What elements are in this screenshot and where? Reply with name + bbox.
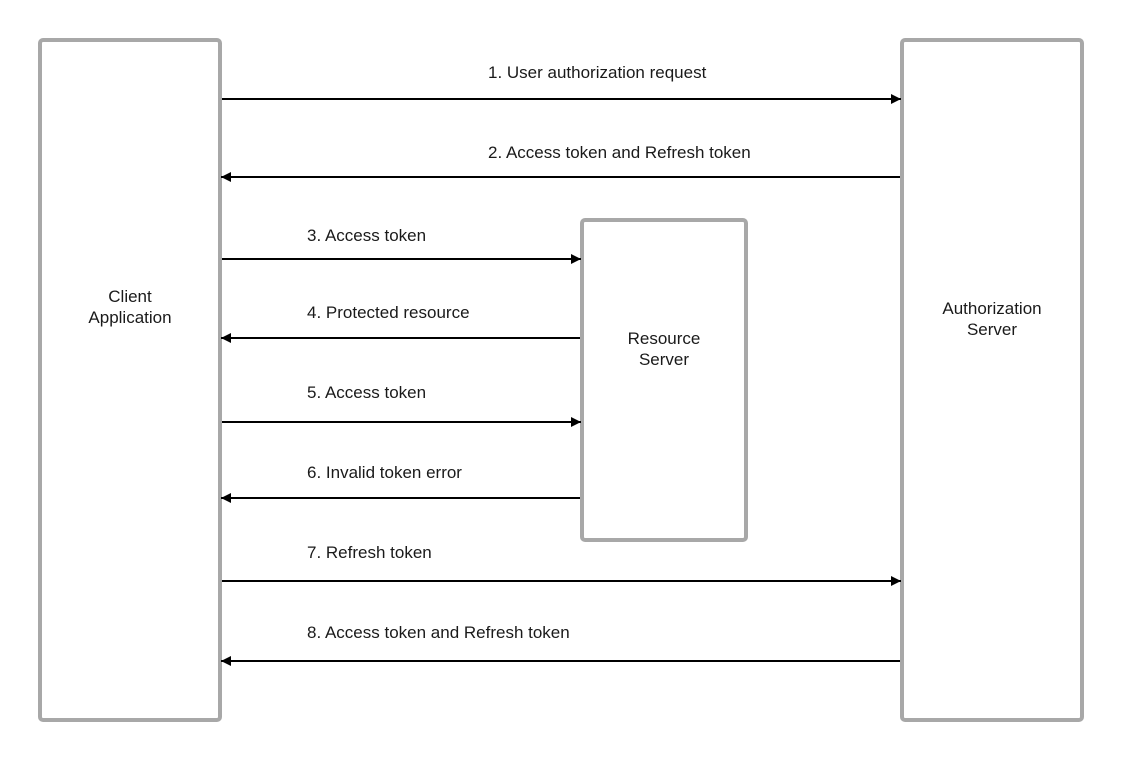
client-application-label-line1: Client — [108, 287, 152, 306]
step-7-label: 7. Refresh token — [307, 543, 432, 562]
client-application-label: Client Application — [42, 286, 218, 328]
step-5-label: 5. Access token — [307, 383, 427, 402]
client-application-box: Client Application — [38, 38, 222, 722]
step-4-label: 4. Protected resource — [307, 303, 470, 322]
authorization-server-label-line1: Authorization — [942, 299, 1042, 318]
step-3-label: 3. Access token — [307, 226, 427, 245]
authorization-server-box: Authorization Server — [900, 38, 1084, 722]
authorization-server-label: Authorization Server — [904, 298, 1080, 340]
step-2-label: 2. Access token and Refresh token — [488, 143, 751, 162]
resource-server-box: Resource Server — [580, 218, 748, 542]
step-1-label: 1. User authorization request — [488, 63, 707, 82]
resource-server-label-line2: Server — [638, 350, 690, 369]
resource-server-label: Resource Server — [584, 328, 744, 370]
authorization-server-label-line2: Server — [966, 320, 1018, 339]
resource-server-label-line1: Resource — [627, 329, 701, 348]
client-application-label-line2: Application — [88, 308, 172, 327]
step-8-label: 8. Access token and Refresh token — [307, 623, 570, 642]
step-6-label: 6. Invalid token error — [307, 463, 462, 482]
